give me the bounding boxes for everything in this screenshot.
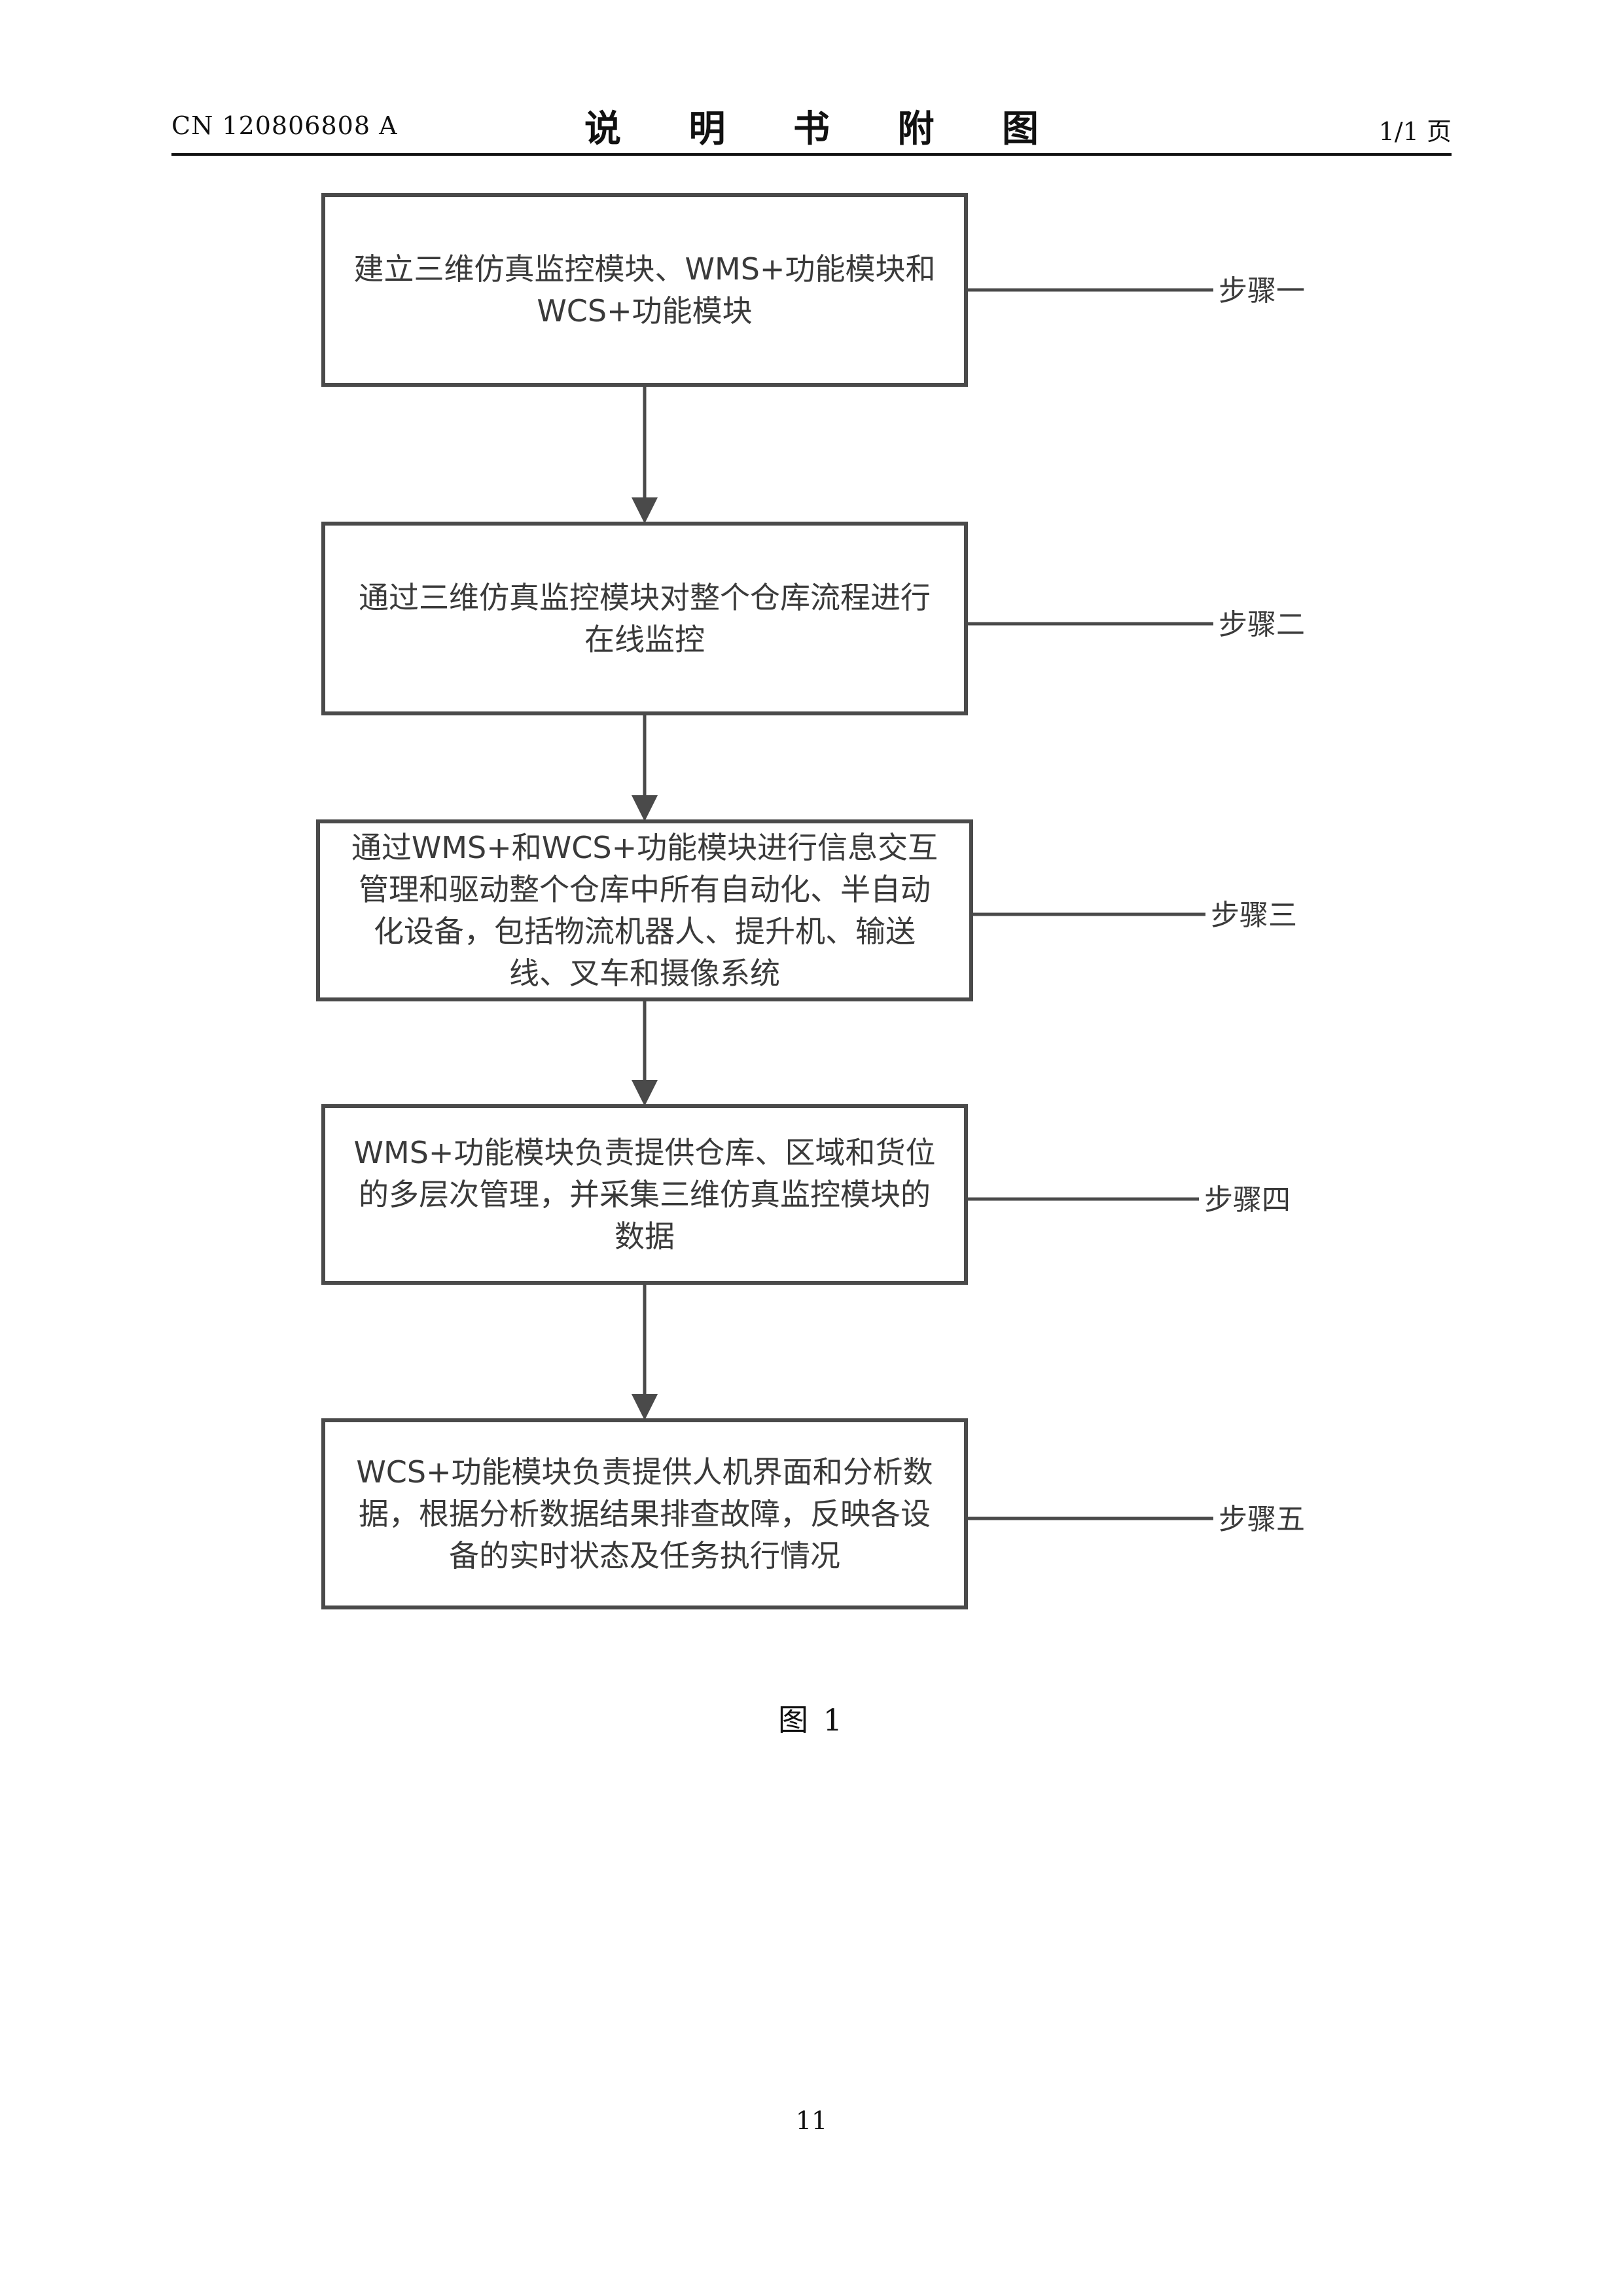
step-box-5 — [321, 1418, 968, 1609]
step-1-text-line: 建立三维仿真监控模块、WMS+功能模块和 — [354, 251, 936, 287]
step-5-text-line: WCS+功能模块负责提供人机界面和分析数 — [356, 1454, 933, 1490]
step-box-2 — [321, 522, 968, 715]
step-2-label: 步骤二 — [1219, 608, 1305, 641]
step-3-label: 步骤三 — [1211, 899, 1297, 932]
step-4-label: 步骤四 — [1204, 1183, 1291, 1217]
step-1-text-line: WCS+功能模块 — [537, 293, 752, 329]
page-number: 11 — [795, 2106, 828, 2135]
step-1-label: 步骤一 — [1219, 274, 1305, 308]
step-5-text-line: 据，根据分析数据结果排查故障，反映各设 — [359, 1496, 931, 1532]
step-3-text-line: 通过WMS+和WCS+功能模块进行信息交互 — [351, 830, 938, 865]
step-4-text-line: 的多层次管理，并采集三维仿真监控模块的 — [359, 1177, 931, 1212]
step-box-1 — [321, 193, 968, 387]
page-indicator: 1/1 页 — [1378, 117, 1452, 146]
step-2-text-line: 通过三维仿真监控模块对整个仓库流程进行 — [359, 580, 931, 615]
step-4-text-line: 数据 — [615, 1219, 675, 1254]
step-3-text-line: 线、叉车和摄像系统 — [509, 956, 780, 991]
page-title: 说 明 书 附 图 — [584, 107, 1066, 151]
step-4-text-line: WMS+功能模块负责提供仓库、区域和货位 — [354, 1135, 936, 1170]
publication-number: CN 120806808 A — [171, 111, 398, 140]
step-2-text-line: 在线监控 — [584, 622, 705, 657]
step-5-text-line: 备的实时状态及任务执行情况 — [449, 1538, 840, 1573]
figure-caption: 图 1 — [778, 1702, 845, 1738]
step-3-text-line: 化设备，包括物流机器人、提升机、输送 — [374, 914, 916, 949]
step-5-label: 步骤五 — [1219, 1503, 1305, 1536]
page-header: CN 120806808 A 说 明 书 附 图 1/1 页 — [171, 98, 1452, 156]
step-box-4 — [321, 1104, 968, 1285]
step-3-text-line: 管理和驱动整个仓库中所有自动化、半自动 — [359, 872, 931, 907]
